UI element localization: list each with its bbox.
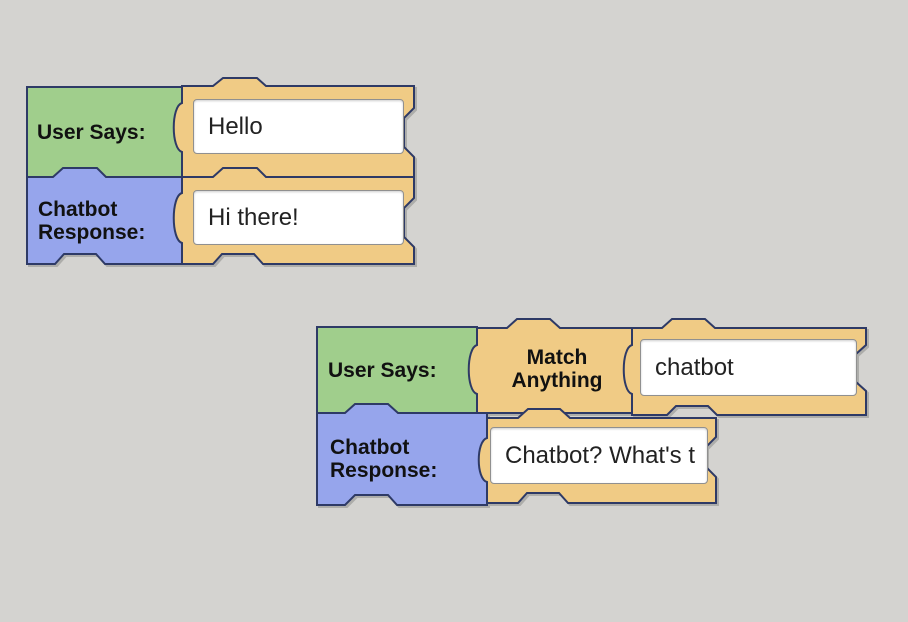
user-says-block-1[interactable] [26,86,186,178]
match-anything-block[interactable] [467,318,638,414]
user-says-text-field-1[interactable] [193,99,404,154]
chatbot-response-block-2[interactable] [316,403,488,506]
match-anything-text-field[interactable] [640,339,857,396]
chatbot-response-text-field-1[interactable] [193,190,404,245]
user-says-block-2[interactable] [316,326,478,414]
chatbot-response-block-1[interactable] [26,167,186,265]
chatbot-response-text-field-2[interactable] [490,427,708,484]
